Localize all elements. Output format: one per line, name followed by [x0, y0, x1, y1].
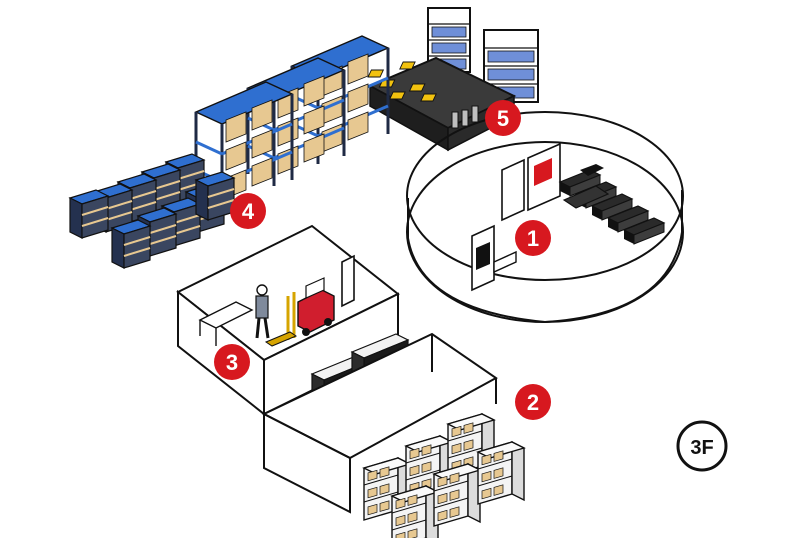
floor-badge-label: 3F: [690, 437, 713, 459]
floor-badge: 3F: [676, 420, 728, 472]
zone-marker-1-label: 1: [527, 226, 539, 251]
zone-marker-3[interactable]: 3: [214, 344, 250, 380]
zone-marker-4-label: 4: [242, 199, 255, 224]
zone-marker-5[interactable]: 5: [485, 100, 521, 136]
worker-figure: [255, 284, 270, 339]
zone-marker-2[interactable]: 2: [515, 384, 551, 420]
zone-2-light-shelf-storage: [261, 332, 525, 538]
zone-marker-3-label: 3: [226, 350, 238, 375]
zone-marker-4[interactable]: 4: [230, 193, 266, 229]
zone-5-conveyor-area: [367, 7, 539, 152]
zone-marker-1[interactable]: 1: [515, 220, 551, 256]
forklift: [264, 277, 335, 347]
zone-4-rack-storage: [69, 34, 390, 269]
zone-marker-5-label: 5: [497, 106, 509, 131]
zone-marker-2-label: 2: [527, 390, 539, 415]
zone-3-forklift-area: [176, 224, 410, 422]
